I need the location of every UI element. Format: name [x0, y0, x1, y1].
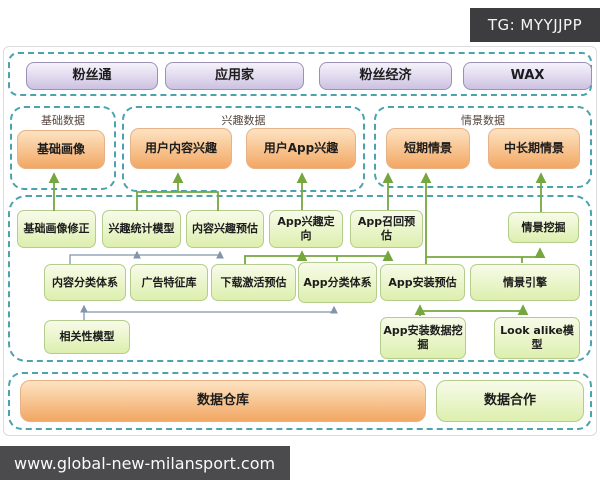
node-app-interest-targeting: App兴趣定向	[269, 210, 343, 248]
section-scene-data: 情景数据 短期情景 中长期情景	[374, 106, 592, 188]
node-short-term-scene: 短期情景	[386, 128, 470, 169]
bottom-container: 数据仓库 数据合作	[8, 372, 592, 430]
site-watermark: www.global-new-milansport.com	[0, 446, 290, 480]
node-scene-mining: 情景挖掘	[508, 212, 579, 243]
node-content-taxonomy: 内容分类体系	[44, 264, 126, 301]
node-lookalike-model: Look alike模型	[494, 317, 580, 359]
tg-watermark-text: TG: MYYJJPP	[487, 16, 583, 34]
node-ad-feature-store: 广告特征库	[130, 264, 208, 301]
product-fensijingji: 粉丝经济	[319, 62, 452, 90]
section-scene-data-title: 情景数据	[461, 114, 505, 127]
node-app-install-predict: App安装预估	[380, 264, 465, 301]
node-data-cooperation: 数据合作	[436, 380, 584, 422]
node-interest-stat-model: 兴趣统计模型	[102, 210, 181, 248]
site-watermark-text: www.global-new-milansport.com	[14, 453, 276, 473]
products-container: 粉丝通 应用家 粉丝经济 WAX	[8, 52, 592, 96]
tg-watermark-badge: TG: MYYJJPP	[470, 8, 600, 42]
node-correlation-model: 相关性模型	[44, 320, 130, 354]
node-profile-correction: 基础画像修正	[17, 210, 96, 248]
node-user-content-interest: 用户内容兴趣	[130, 128, 232, 169]
node-app-install-data-mining: App安装数据挖掘	[380, 317, 466, 359]
section-base-data: 基础数据 基础画像	[10, 106, 116, 190]
section-interest-data-title: 兴趣数据	[221, 114, 266, 127]
product-fensitong: 粉丝通	[26, 62, 158, 90]
node-content-interest-predict: 内容兴趣预估	[186, 210, 264, 248]
node-download-activation-predict: 下载激活预估	[211, 264, 296, 301]
product-wax: WAX	[463, 62, 592, 90]
node-app-recall-predict: App召回预估	[350, 210, 423, 248]
node-long-term-scene: 中长期情景	[488, 128, 580, 169]
product-yingyongjia: 应用家	[165, 62, 304, 90]
node-user-app-interest: 用户App兴趣	[246, 128, 356, 169]
section-interest-data: 兴趣数据 用户内容兴趣 用户App兴趣	[122, 106, 365, 192]
node-base-profile: 基础画像	[17, 130, 105, 169]
models-container: 基础画像修正 兴趣统计模型 内容兴趣预估 App兴趣定向 App召回预估 情景挖…	[8, 195, 592, 362]
node-scene-engine: 情景引擎	[470, 264, 580, 301]
node-app-taxonomy: App分类体系	[298, 262, 377, 303]
slide-frame	[3, 46, 597, 436]
section-base-data-title: 基础数据	[41, 114, 85, 127]
node-data-warehouse: 数据仓库	[20, 380, 426, 422]
